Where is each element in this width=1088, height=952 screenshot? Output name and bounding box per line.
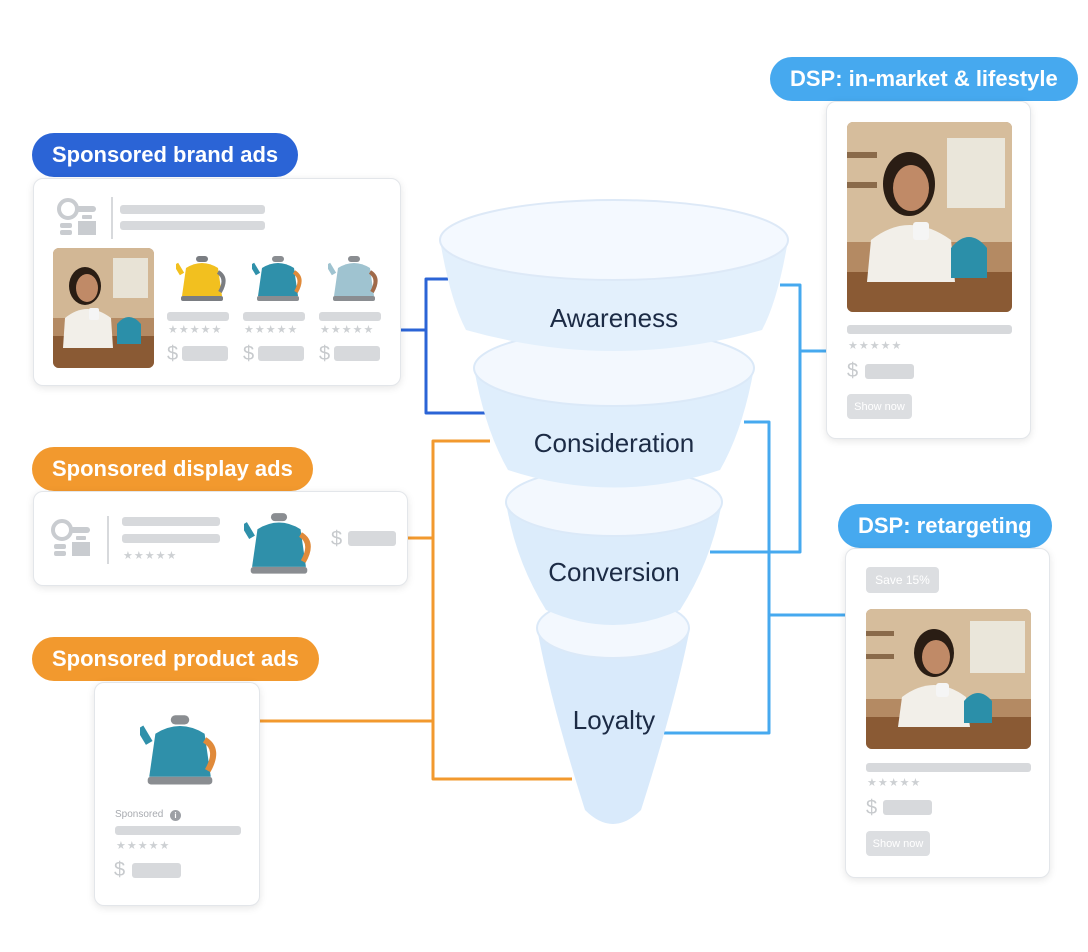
kettle-icon — [176, 256, 226, 301]
brand-connector — [400, 277, 486, 415]
currency-symbol: $ — [331, 528, 343, 550]
rating-stars: ★★★★★ — [168, 324, 223, 336]
brand-divider — [111, 197, 113, 239]
price-bar — [348, 531, 396, 546]
product-title-bar — [847, 325, 1012, 334]
price-bar — [182, 346, 228, 361]
product-title-bar — [115, 826, 241, 835]
funnel-label-awareness: Awareness — [549, 303, 679, 333]
kettle-icon — [252, 256, 302, 301]
funnel-label-loyalty: Loyalty — [572, 705, 656, 735]
brand-subline-bar — [120, 221, 265, 230]
rating-stars: ★★★★★ — [320, 324, 375, 336]
currency-symbol: $ — [847, 360, 859, 382]
funnel-stage-awareness — [439, 199, 789, 351]
brand-headline-bar — [120, 205, 265, 214]
rating-stars: ★★★★★ — [116, 840, 171, 852]
rating-stars: ★★★★★ — [848, 340, 903, 352]
kettle-icon — [328, 256, 378, 301]
show-now-button[interactable]: Show now — [847, 394, 912, 419]
product-title-bar — [167, 312, 229, 321]
dsp-inmarket-connector — [710, 283, 826, 554]
pill-sponsored-product-ads: Sponsored product ads — [32, 637, 319, 681]
funnel-stage-conversion — [505, 467, 723, 625]
brand-logo-icon — [57, 198, 96, 235]
sponsored-display-card: ★★★★★ $ — [33, 491, 408, 586]
dsp-retargeting-card: Save 15% ★★★★★ $ Show now — [845, 548, 1050, 878]
funnel-label-consideration: Consideration — [533, 428, 695, 458]
kettle-icon — [140, 715, 217, 785]
marketing-funnel — [439, 199, 789, 824]
funnel-stage-consideration — [473, 329, 755, 488]
product-title-bar — [243, 312, 305, 321]
pill-dsp-in-market: DSP: in-market & lifestyle — [770, 57, 1078, 101]
brand-logo-icon — [51, 519, 90, 556]
product-title-bar — [866, 763, 1031, 772]
pill-sponsored-brand-ads: Sponsored brand ads — [32, 133, 299, 177]
save-badge: Save 15% — [866, 567, 939, 593]
display-subline-bar — [122, 534, 220, 543]
person-photo — [53, 248, 154, 368]
display-divider — [107, 516, 109, 564]
rating-stars: ★★★★★ — [123, 550, 178, 562]
info-icon[interactable]: i — [170, 810, 181, 821]
sponsored-brand-card: ★★★★★ $ ★★★★★ $ ★★★★★ $ — [33, 178, 401, 386]
pill-sponsored-display-ads: Sponsored display ads — [32, 447, 313, 491]
price-bar — [132, 863, 181, 878]
sponsored-product-card: Sponsored i ★★★★★ $ — [94, 682, 260, 906]
rating-stars: ★★★★★ — [244, 324, 299, 336]
currency-symbol: $ — [167, 343, 179, 365]
person-photo — [866, 609, 1031, 749]
currency-symbol: $ — [319, 343, 331, 365]
kettle-icon — [244, 513, 311, 574]
display-connector — [260, 439, 572, 781]
funnel-label-conversion: Conversion — [548, 557, 680, 587]
price-bar — [883, 800, 932, 815]
currency-symbol: $ — [114, 859, 126, 881]
show-now-button[interactable]: Show now — [866, 831, 930, 856]
price-bar — [334, 346, 380, 361]
dsp-in-market-card: ★★★★★ $ Show now — [826, 101, 1031, 439]
pill-dsp-retargeting: DSP: retargeting — [838, 504, 1052, 548]
price-bar — [865, 364, 914, 379]
currency-symbol: $ — [866, 797, 878, 819]
rating-stars: ★★★★★ — [867, 777, 922, 789]
person-photo — [847, 122, 1012, 312]
price-bar — [258, 346, 304, 361]
display-headline-bar — [122, 517, 220, 526]
sponsored-label: Sponsored — [115, 809, 164, 820]
dsp-retargeting-connector — [664, 420, 845, 735]
product-title-bar — [319, 312, 381, 321]
currency-symbol: $ — [243, 343, 255, 365]
